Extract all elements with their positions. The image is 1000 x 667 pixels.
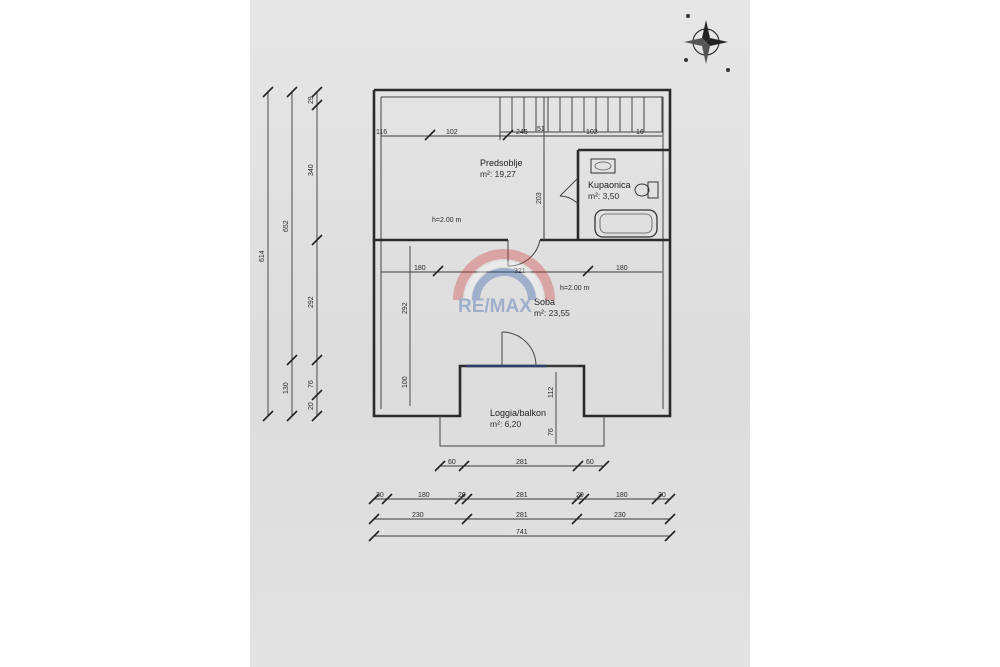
- room-kupaonica: Kupaonica m²: 3,50: [588, 180, 631, 201]
- sink-icon: [590, 158, 616, 174]
- room-name: Loggia/balkon: [490, 408, 546, 418]
- inner-vertical-dimensions: 203 292 100 112 76: [402, 192, 555, 436]
- dim-b1-30a: 30: [376, 492, 384, 499]
- dim-height-20: 20: [308, 402, 315, 410]
- dim-b2-230b: 230: [614, 512, 626, 519]
- dim-total-width: 741: [516, 529, 528, 536]
- compass-rose-icon: [684, 14, 730, 72]
- dim-height-29: 29: [308, 96, 315, 104]
- loggia-outline: [439, 416, 605, 447]
- door-loggia-icon: [466, 331, 578, 368]
- dim-height-340: 340: [308, 164, 315, 176]
- door-hall-room-icon: [507, 239, 541, 267]
- dim-top-51: 51: [537, 126, 545, 133]
- toilet-icon: [634, 181, 659, 199]
- plan-sheet: 614 652 340 292 130 76 20 29: [250, 0, 750, 667]
- height-label-hall: h=2.00 m: [432, 217, 462, 224]
- top-dimensions: 116 102 245 51 102 16: [376, 126, 644, 136]
- staircase: [499, 96, 663, 140]
- dim-b1-20a: 20: [458, 492, 466, 499]
- dim-height-130: 130: [283, 382, 290, 394]
- middle-dimensions: 180 321 180: [414, 265, 628, 275]
- door-bathroom-icon: [559, 177, 579, 205]
- dim-mid-321: 321: [514, 268, 526, 275]
- dim-top-102b: 102: [586, 129, 598, 136]
- dim-b1-281: 281: [516, 492, 528, 499]
- room-area: m²: 6,20: [490, 419, 521, 429]
- remax-watermark-logo: RE/MAX: [453, 249, 555, 317]
- dim-b1-30b: 30: [658, 492, 666, 499]
- interior-walls: [374, 97, 670, 242]
- room-predsoblje: Predsoblje m²: 19,27: [480, 158, 523, 179]
- dim-v-100: 100: [402, 376, 409, 388]
- room-name: Soba: [534, 297, 555, 307]
- height-label-room: h=2.00 m: [560, 285, 590, 292]
- loggia-dimensions: 60 281 60: [448, 459, 594, 466]
- dim-top-245: 245: [516, 129, 528, 136]
- room-area: m²: 23,55: [534, 308, 570, 318]
- dim-mid-180a: 180: [414, 265, 426, 272]
- dim-b2-230a: 230: [412, 512, 424, 519]
- dim-loggia-60b: 60: [586, 459, 594, 466]
- floor-plan-drawing: 614 652 340 292 130 76 20 29: [259, 14, 730, 542]
- dim-b1-180b: 180: [616, 492, 628, 499]
- room-name: Kupaonica: [588, 180, 631, 190]
- room-loggia: Loggia/balkon m²: 6,20: [490, 408, 546, 429]
- dim-v-112: 112: [548, 387, 555, 398]
- dim-loggia-60a: 60: [448, 459, 456, 466]
- bottom-dimensions-row1: 30 180 20 281 20 180 30: [376, 492, 666, 499]
- dim-loggia-281: 281: [516, 459, 528, 466]
- bottom-dimensions-row2: 230 281 230: [412, 512, 626, 519]
- dim-b2-281: 281: [516, 512, 528, 519]
- left-vertical-dimensions: 614 652 340 292 130 76 20 29: [259, 96, 315, 410]
- watermark-text: RE/MAX: [458, 296, 532, 317]
- room-soba: Soba m²: 23,55: [534, 297, 570, 318]
- dim-height-652: 652: [283, 220, 290, 232]
- dim-height-292: 292: [308, 296, 315, 308]
- dim-top-116: 116: [376, 129, 387, 136]
- dim-top-102: 102: [446, 129, 458, 136]
- room-area: m²: 19,27: [480, 169, 516, 179]
- bathtub-icon: [594, 209, 658, 238]
- room-area: m²: 3,50: [588, 191, 619, 201]
- dim-v-292: 292: [402, 302, 409, 314]
- room-name: Predsoblje: [480, 158, 523, 168]
- dim-mid-180b: 180: [616, 265, 628, 272]
- dim-v-76: 76: [548, 428, 555, 436]
- dim-total-height: 614: [259, 250, 266, 262]
- dim-b1-180a: 180: [418, 492, 430, 499]
- dim-height-76: 76: [308, 380, 315, 388]
- dim-v-203: 203: [536, 192, 543, 204]
- dim-b1-20b: 20: [576, 492, 584, 499]
- dim-top-16: 16: [636, 129, 644, 136]
